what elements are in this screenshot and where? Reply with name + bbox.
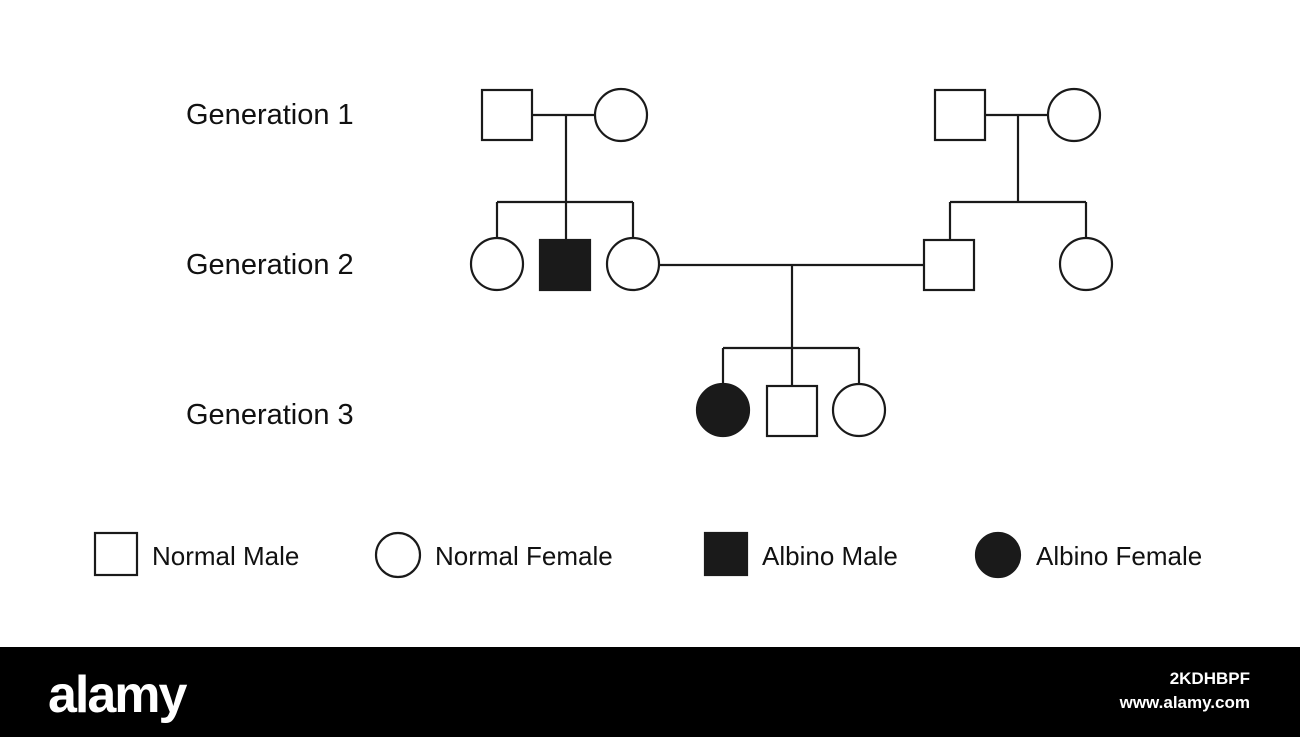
legend-normal-male-icon [93, 531, 139, 577]
legend-normal-male-label: Normal Male [152, 541, 299, 571]
individuals [469, 87, 1114, 438]
site-url-text: www.alamy.com [1119, 693, 1250, 712]
g3-daughter-albino-circle [695, 382, 751, 438]
g3-son-square [765, 384, 819, 438]
alamy-logo: alamy [48, 666, 187, 724]
legend: Normal Male Normal Female Albino Male Al… [93, 531, 1202, 579]
image-id-text: 2KDHBPF [1169, 669, 1250, 688]
relationship-lines [495, 113, 1088, 386]
legend-normal-female-label: Normal Female [435, 541, 613, 571]
g2-daughter-right-circle [1058, 236, 1114, 292]
g2-daughter-2-circle [605, 236, 661, 292]
g1-left-father-square [480, 88, 534, 142]
legend-albino-male-icon [703, 531, 749, 577]
g3-daughter-circle [831, 382, 887, 438]
g1-right-father-square [933, 88, 987, 142]
legend-albino-male-label: Albino Male [762, 541, 898, 571]
generation-1-label: Generation 1 [186, 99, 354, 131]
legend-albino-female-icon [974, 531, 1022, 579]
g1-right-mother-circle [1046, 87, 1102, 143]
g2-son-right-square [922, 238, 976, 292]
pedigree-chart: Generation 1 Generation 2 Generation 3 [93, 87, 1202, 579]
generation-3-label: Generation 3 [186, 399, 354, 431]
g2-daughter-1-circle [469, 236, 525, 292]
legend-albino-female-label: Albino Female [1036, 541, 1202, 571]
g1-left-mother-circle [593, 87, 649, 143]
g2-son-albino-square [538, 238, 592, 292]
legend-normal-female-icon [374, 531, 422, 579]
generation-2-label: Generation 2 [186, 249, 354, 281]
watermark-footer: alamy 2KDHBPF www.alamy.com [0, 647, 1300, 737]
